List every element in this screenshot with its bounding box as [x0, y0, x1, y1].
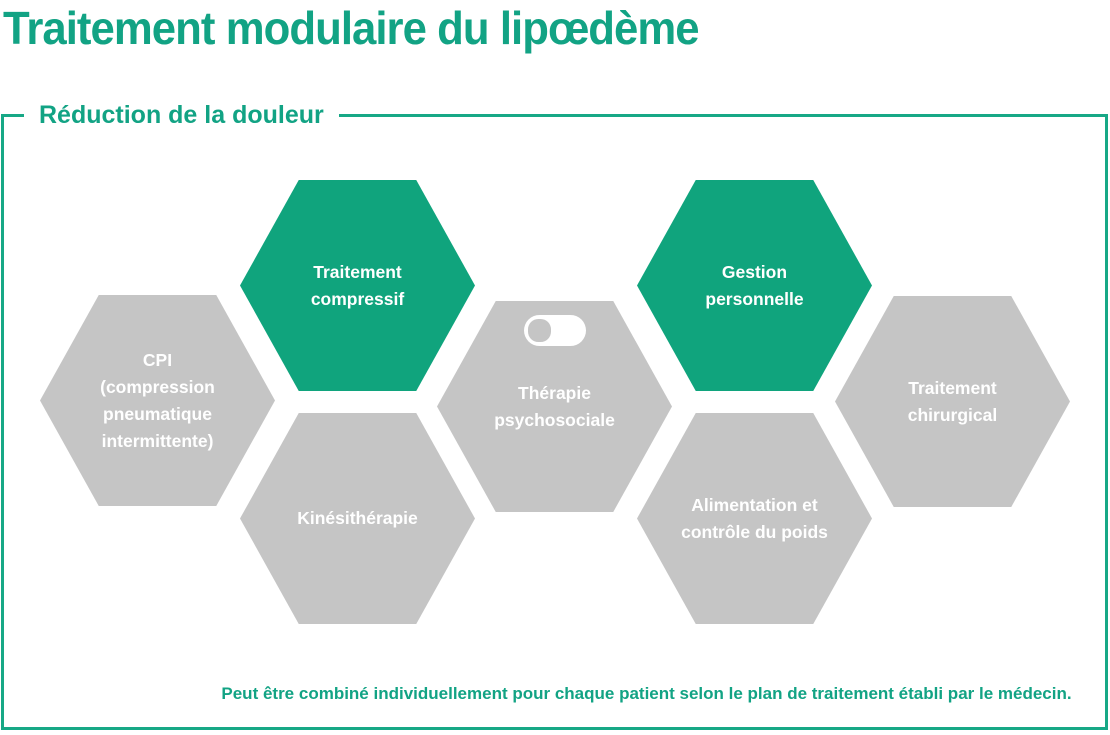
hexagon-psychosocial-therapy-label: Thérapie psychosociale [494, 382, 615, 430]
hexagon-self-management: Gestion personnelle [637, 180, 872, 391]
page-title: Traitement modulaire du lipœdème [3, 2, 700, 54]
hexagon-physiotherapy-label: Kinésithérapie [297, 508, 418, 528]
toggle-off-icon [523, 315, 586, 346]
frame-legend: Réduction de la douleur [24, 99, 339, 131]
pain-reduction-frame: Réduction de la douleur [1, 99, 1108, 730]
hexagon-nutrition-weight-control-label: Alimentation et contrôle du poids [681, 494, 828, 542]
footer-note: Peut être combiné individuellement pour … [221, 684, 1072, 703]
hexagon-cpi: CPI (compression pneumatique intermitten… [40, 295, 275, 506]
hexagon-surgical-treatment-label: Traitement chirurgical [907, 377, 998, 425]
toggle-knob [527, 319, 551, 342]
hexagon-cpi-label: CPI (compression pneumatique intermitten… [100, 349, 215, 451]
hexagon-nutrition-weight-control: Alimentation et contrôle du poids [637, 413, 872, 624]
hexagon-self-management-label: Gestion personnelle [705, 261, 804, 309]
hexagon-compression-therapy-label: Traitement compressif [310, 261, 405, 309]
